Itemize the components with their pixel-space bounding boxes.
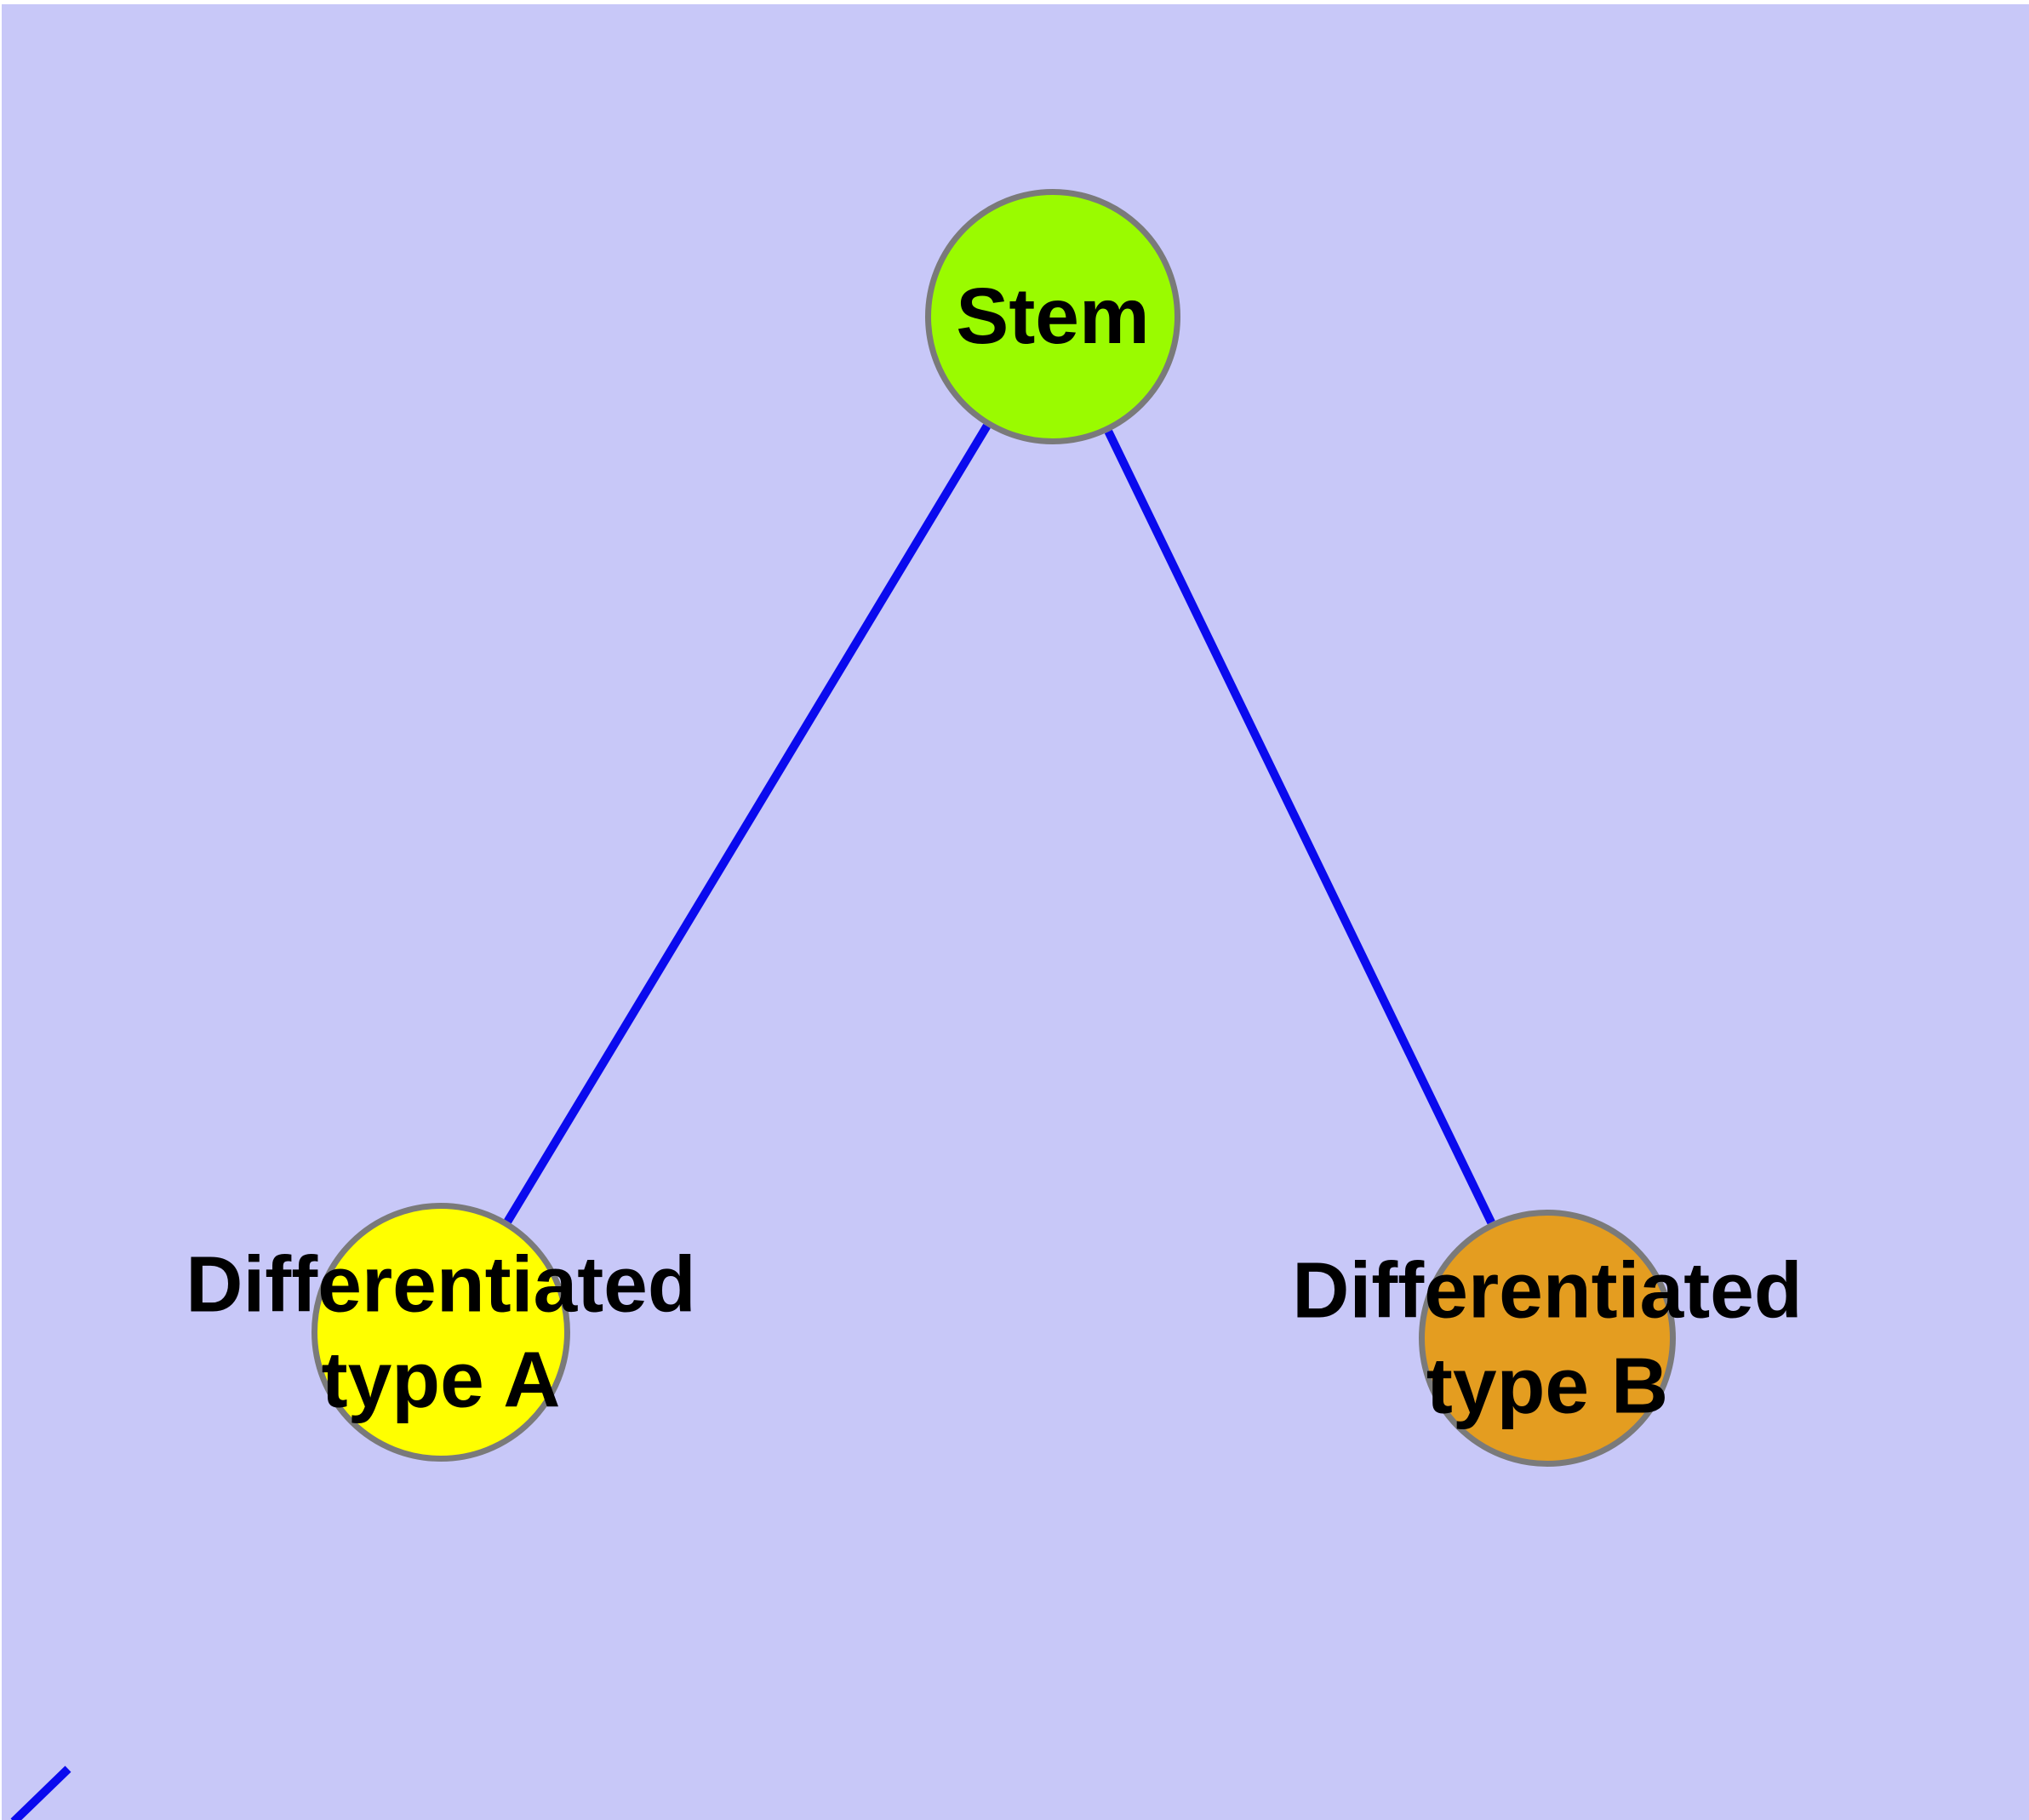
node-label-differentiated-type-a: Differentiated type A [186, 1239, 696, 1423]
edge-stem-to-differentiated-type-b [1104, 429, 1495, 1225]
edge-fragment [10, 1766, 71, 1820]
node-differentiated-type-b[interactable] [1419, 1210, 1676, 1467]
node-stem[interactable] [925, 189, 1180, 444]
node-differentiated-type-a[interactable] [311, 1203, 570, 1462]
node-label-stem: Stem [956, 272, 1150, 361]
edge-stem-to-differentiated-type-a [504, 423, 991, 1224]
node-label-differentiated-type-b: Differentiated type B [1292, 1245, 1803, 1429]
